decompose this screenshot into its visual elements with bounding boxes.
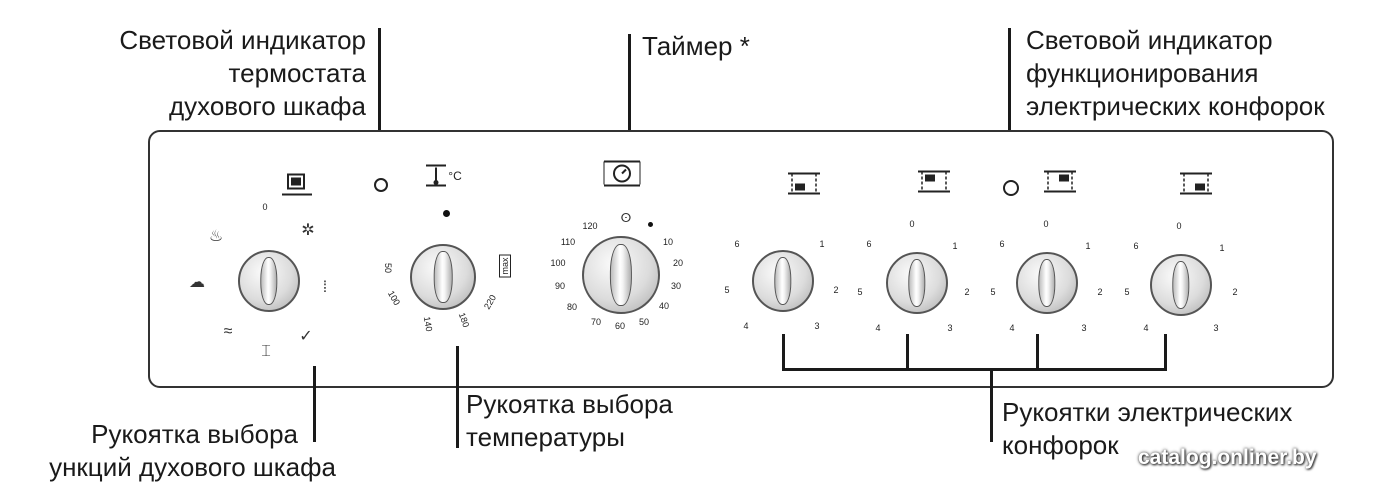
temp-mark-50: 50 bbox=[383, 262, 393, 274]
conventional-icon: ✓ bbox=[299, 328, 313, 345]
leader-timer bbox=[628, 34, 631, 132]
label-hotplate-indicator: Световой индикатор функционирования элек… bbox=[1026, 25, 1325, 121]
function-knob-grip[interactable] bbox=[260, 256, 278, 306]
hp2-mark-2: 2 bbox=[964, 287, 970, 297]
grill-icon: ☁ bbox=[189, 274, 205, 291]
bottom-heat-icon: ≈ bbox=[223, 323, 233, 340]
timer-mark-70: 70 bbox=[590, 317, 602, 327]
hp1-mark-5: 5 bbox=[724, 285, 730, 295]
hp4-mark-1: 1 bbox=[1219, 243, 1225, 253]
top-bottom-heat-icon: ⌶ bbox=[261, 343, 271, 360]
hp3-mark-0: 0 bbox=[1043, 219, 1049, 229]
hotplate-knob-rear-right[interactable] bbox=[1016, 252, 1078, 314]
timer-mark-100: 100 bbox=[550, 258, 566, 268]
temperature-off-dot bbox=[443, 210, 450, 217]
hotplate-knob-front-left-grip[interactable] bbox=[774, 256, 792, 306]
timer-mark-10: 10 bbox=[662, 237, 674, 247]
light-icon: ⁞ bbox=[322, 279, 328, 296]
timer-mark-30: 30 bbox=[670, 281, 682, 291]
hp1-mark-2: 2 bbox=[833, 285, 839, 295]
leader-hotplate-indicator bbox=[1008, 28, 1011, 180]
hotplate-front-left-icon bbox=[786, 171, 822, 202]
hp3-mark-4: 4 bbox=[1009, 323, 1015, 333]
label-hotplate-knobs: Рукоятки электрических конфорок bbox=[1002, 397, 1293, 460]
timer-mark-110: 110 bbox=[560, 237, 576, 247]
control-panel bbox=[148, 130, 1334, 388]
hp4-mark-2: 2 bbox=[1232, 287, 1238, 297]
hp1-mark-1: 1 bbox=[819, 239, 825, 249]
hp2-mark-6: 6 bbox=[866, 239, 872, 249]
oven-icon bbox=[282, 173, 312, 204]
hotplate-rear-right-icon bbox=[1042, 169, 1078, 200]
timer-mark-20: 20 bbox=[672, 258, 684, 268]
hp4-mark-6: 6 bbox=[1133, 241, 1139, 251]
hp2-mark-3: 3 bbox=[947, 323, 953, 333]
hotplate-knob-rear-left[interactable] bbox=[886, 252, 948, 314]
function-zero-mark: 0 bbox=[262, 202, 268, 212]
hotplate-knob-front-left[interactable] bbox=[752, 250, 814, 312]
bracket-tick-2 bbox=[906, 334, 909, 370]
clock-icon bbox=[600, 159, 644, 194]
hp4-mark-3: 3 bbox=[1213, 323, 1219, 333]
hp2-mark-1: 1 bbox=[952, 241, 958, 251]
hp1-mark-4: 4 bbox=[743, 321, 749, 331]
leader-temperature-knob bbox=[456, 346, 459, 448]
defrost-icon: ♨ bbox=[208, 228, 224, 245]
hotplate-indicator-light bbox=[1003, 180, 1019, 196]
hp1-mark-3: 3 bbox=[814, 321, 820, 331]
timer-mark-60: 60 bbox=[614, 321, 626, 331]
bracket-bar bbox=[782, 368, 1167, 371]
hp3-mark-5: 5 bbox=[990, 287, 996, 297]
hotplate-knob-front-right-grip[interactable] bbox=[1172, 260, 1190, 310]
hotplate-front-right-icon bbox=[1178, 171, 1214, 202]
hp3-mark-3: 3 bbox=[1081, 323, 1087, 333]
hp2-mark-0: 0 bbox=[909, 219, 915, 229]
timer-bell-icon: ⵙ bbox=[620, 211, 632, 225]
label-thermostat-indicator: Световой индикатор термостата духового ш… bbox=[119, 25, 366, 121]
hp4-mark-4: 4 bbox=[1143, 323, 1149, 333]
hp3-mark-2: 2 bbox=[1097, 287, 1103, 297]
hp3-mark-1: 1 bbox=[1085, 241, 1091, 251]
hotplate-knob-front-right[interactable] bbox=[1150, 254, 1212, 316]
temperature-knob-grip[interactable] bbox=[433, 250, 453, 304]
hp4-mark-5: 5 bbox=[1124, 287, 1130, 297]
temperature-selector-knob[interactable] bbox=[410, 244, 476, 310]
temp-mark-max: max bbox=[499, 254, 511, 278]
bracket-tick-3 bbox=[1036, 334, 1039, 370]
hotplate-knob-rear-left-grip[interactable] bbox=[908, 258, 926, 308]
label-timer: Таймер * bbox=[642, 31, 750, 61]
hp3-mark-6: 6 bbox=[999, 239, 1005, 249]
timer-mark-80: 80 bbox=[566, 302, 578, 312]
hp2-mark-4: 4 bbox=[875, 323, 881, 333]
function-selector-knob[interactable] bbox=[238, 250, 300, 312]
temperature-unit: °C bbox=[448, 169, 462, 183]
leader-hotplate-knobs bbox=[990, 368, 993, 442]
timer-knob[interactable] bbox=[582, 236, 660, 314]
leader-thermostat-indicator bbox=[378, 28, 381, 178]
fan-icon: ✲ bbox=[301, 222, 315, 239]
leader-function-knob bbox=[313, 366, 316, 442]
hotplate-knob-rear-right-grip[interactable] bbox=[1038, 258, 1056, 308]
timer-mark-40: 40 bbox=[658, 301, 670, 311]
thermostat-indicator-light bbox=[374, 178, 388, 192]
bracket-tick-4 bbox=[1164, 334, 1167, 370]
hotplate-rear-left-icon bbox=[916, 169, 952, 200]
bracket-tick-1 bbox=[782, 334, 785, 370]
timer-knob-grip[interactable] bbox=[609, 243, 633, 307]
timer-end-dot bbox=[648, 222, 653, 227]
thermometer-icon bbox=[422, 164, 458, 193]
hp1-mark-6: 6 bbox=[734, 239, 740, 249]
hp4-mark-0: 0 bbox=[1176, 221, 1182, 231]
timer-mark-120: 120 bbox=[582, 221, 598, 231]
timer-mark-50: 50 bbox=[638, 317, 650, 327]
label-temperature-knob: Рукоятка выбора температуры bbox=[466, 389, 673, 452]
timer-mark-90: 90 bbox=[554, 281, 566, 291]
watermark: catalog.onliner.by bbox=[1138, 446, 1317, 469]
label-function-knob: Рукоятка выбора ункций духового шкафа bbox=[49, 419, 336, 482]
hp2-mark-5: 5 bbox=[857, 287, 863, 297]
